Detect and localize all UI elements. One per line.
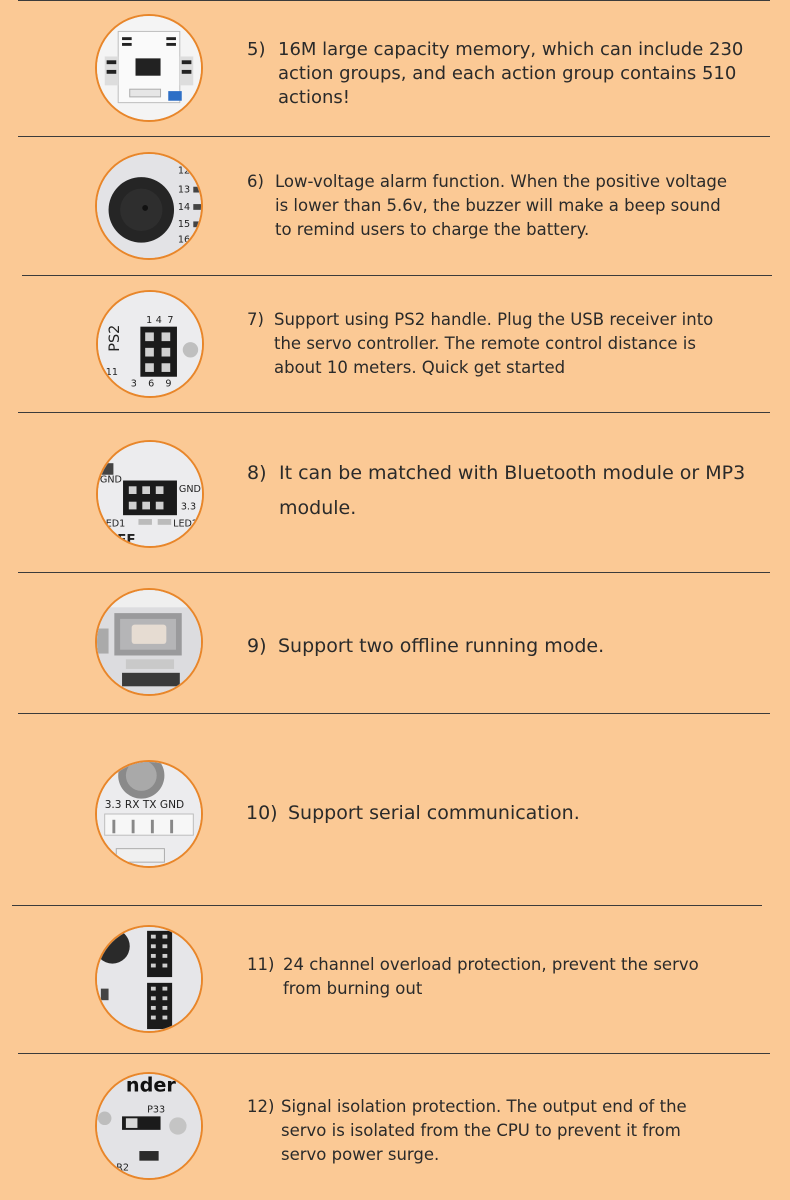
feature-description: Support using PS2 handle. Plug the USB r… [274,310,714,377]
board-label: 3.3 [181,501,196,512]
jumper-image: nder P33 R2 [95,1072,203,1180]
feature-text-10: 10) Support serial communication. [246,800,746,826]
board-label: GND [179,484,201,495]
feature-text-8: 8) It can be matched with Bluetooth modu… [247,456,747,526]
button-image [95,588,203,696]
board-thumbnail-image [95,14,203,122]
feature-description: 24 channel overload protection, prevent … [283,955,699,998]
divider [18,0,770,1]
pin-label: 7 [167,315,173,326]
feature-number: 6) [247,172,264,191]
board-label: 3.3 RX TX GND [105,799,184,811]
divider [18,713,770,714]
board-label: OFF [106,532,136,546]
feature-number: 11) [247,955,275,974]
feature-description: Support serial communication. [288,802,580,824]
pin-label: 3 [131,378,137,389]
pin-label: 15 [178,219,190,230]
board-label: PS2 [107,325,123,352]
bluetooth-header-image: GND GND 3.3 ED1 LED2 OFF [96,440,204,548]
feature-description: 16M large capacity memory, which can inc… [278,39,744,108]
pin-label: 11 [106,367,118,378]
board-label: nder [126,1074,177,1096]
pin-label: 16 [178,235,190,246]
feature-number: 10) [246,802,278,824]
pin-label: 6 [148,378,154,389]
feature-description: Signal isolation protection. The output … [281,1097,687,1164]
pin-label: 14 [178,202,190,213]
feature-text-12: 12) Signal isolation protection. The out… [247,1095,717,1167]
feature-number: 9) [247,635,267,657]
ps2-header-image: PS2 1 4 7 11 3 6 9 [96,290,204,398]
pin-label: 1 [146,315,152,326]
serial-header-image: 3.3 RX TX GND [95,760,203,868]
board-label: ED1 [106,519,126,530]
pin-label: 12 [178,165,190,176]
feature-text-7: 7) Support using PS2 handle. Plug the US… [247,308,737,380]
divider [18,136,770,137]
feature-number: 12) [247,1097,275,1116]
feature-number: 5) [247,39,266,60]
board-label: R2 [116,1162,129,1173]
buzzer-image: 12 13 14 15 16 [95,152,203,260]
board-label: P33 [147,1105,165,1116]
divider [18,572,770,573]
divider [22,275,772,276]
divider [18,412,770,413]
feature-number: 8) [247,462,267,484]
divider [12,905,762,906]
pin-label: 9 [165,378,171,389]
feature-text-9: 9) Support two offline running mode. [247,633,747,659]
feature-description: Support two offline running mode. [278,635,605,657]
pin-label: 13 [178,185,190,196]
feature-text-5: 5) 16M large capacity memory, which can … [247,38,757,110]
channel-headers-image [95,925,203,1033]
feature-text-6: 6) Low-voltage alarm function. When the … [247,170,737,242]
feature-text-11: 11) 24 channel overload protection, prev… [247,953,717,1001]
feature-description: Low-voltage alarm function. When the pos… [275,172,727,239]
feature-number: 7) [247,310,264,329]
board-label: GND [100,474,122,485]
board-label: LED2 [173,519,198,530]
feature-description: It can be matched with Bluetooth module … [279,462,746,519]
pin-label: 4 [156,315,162,326]
divider [18,1053,770,1054]
